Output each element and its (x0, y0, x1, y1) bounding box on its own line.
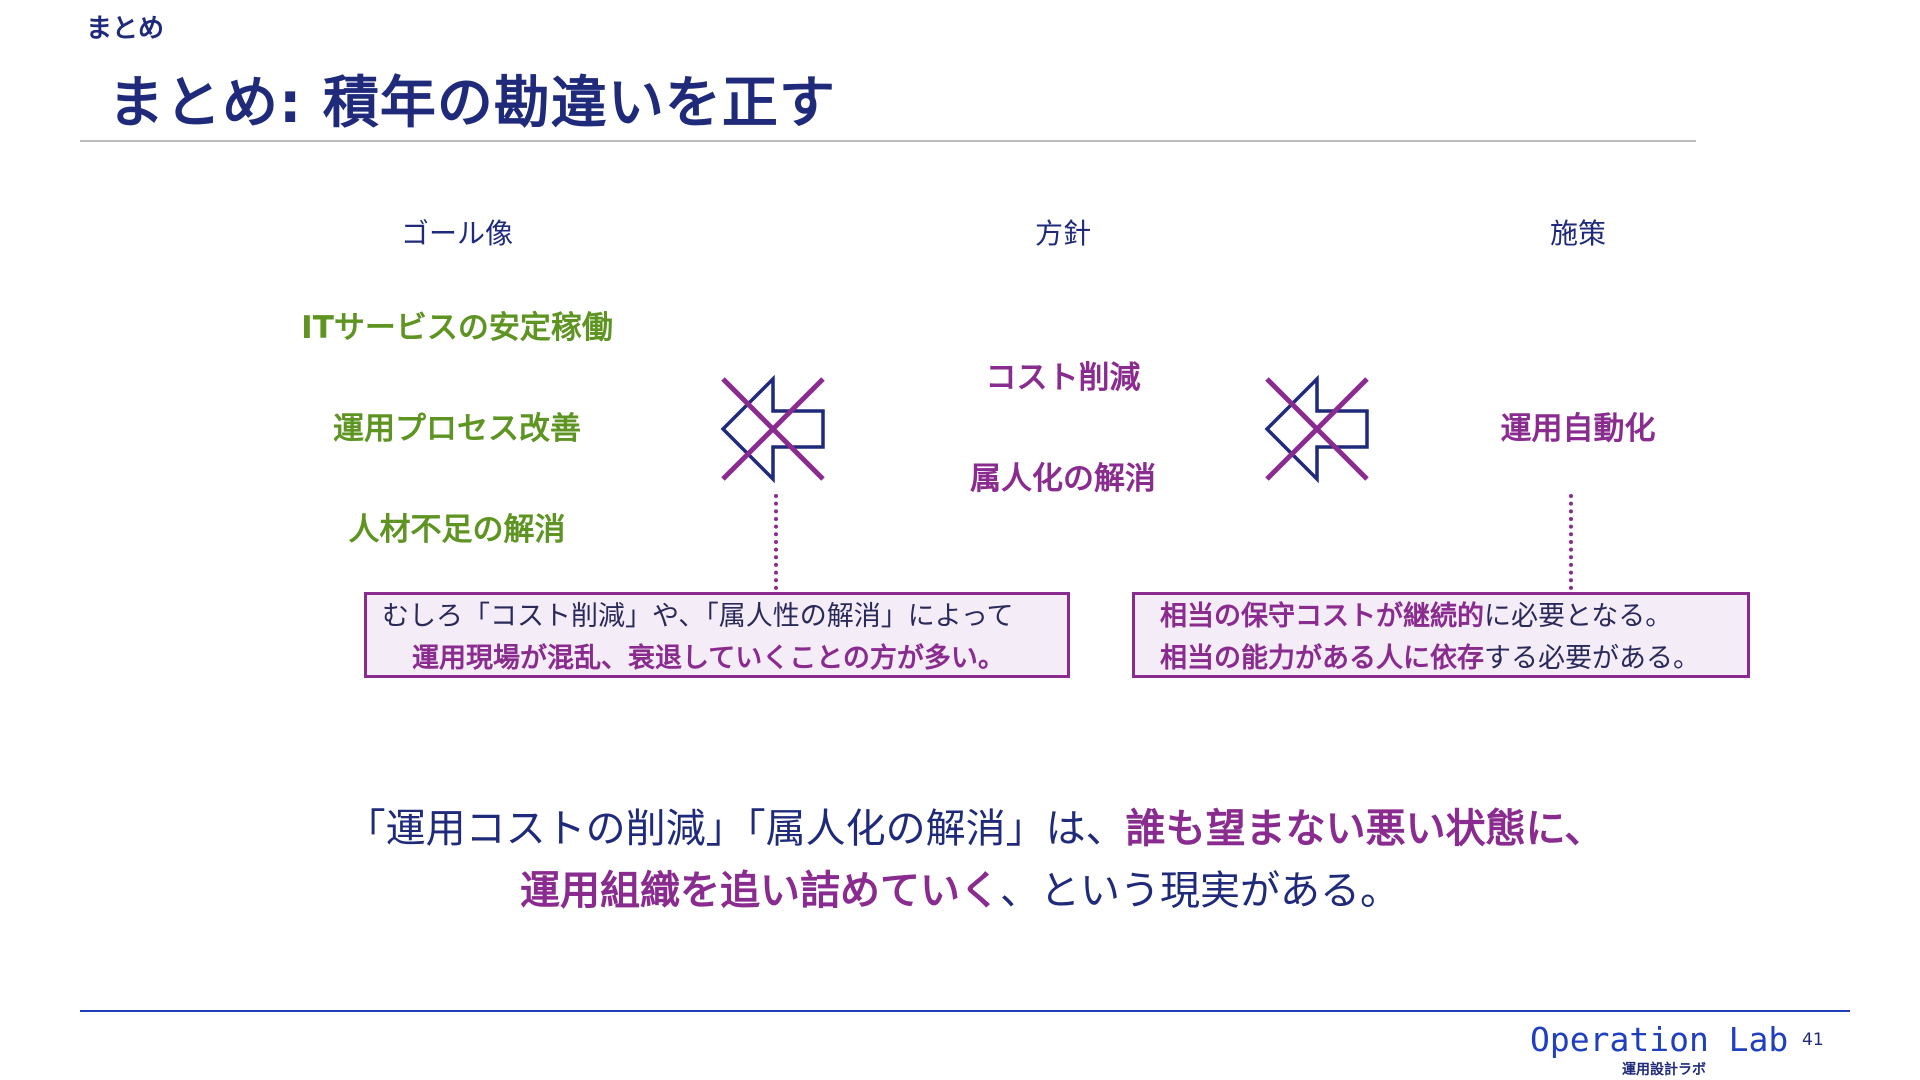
note-right-line1-plain: に必要となる。 (1484, 601, 1673, 632)
note-box-left: むしろ「コスト削減」や、「属人性の解消」によって 運用現場が混乱、衰退していくこ… (364, 592, 1070, 678)
section-label: まとめ (86, 14, 165, 44)
note-left-line1: むしろ「コスト削減」や、「属人性の解消」によって (382, 601, 1014, 632)
note-right-line2-strong: 相当の能力がある人に依存 (1160, 643, 1484, 674)
conclusion-line1: 「運用コストの削減」「属人化の解消」は、誰も望まない悪い状態に、 (0, 796, 1920, 854)
note-box-right: 相当の保守コストが継続的に必要となる。 相当の能力がある人に依存する必要がある。 (1132, 592, 1750, 678)
brand-subtitle: 運用設計ラボ (1622, 1062, 1706, 1078)
note-right-line2: 相当の能力がある人に依存する必要がある。 (1160, 638, 1747, 680)
note-right-line2-plain: する必要がある。 (1484, 643, 1700, 674)
crossed-left-arrow-icon (720, 374, 825, 484)
brand-logo: Operation Lab (1530, 1020, 1789, 1059)
connector-line-left (774, 494, 778, 590)
page-title: まとめ: 積年の勘違いを正す (108, 71, 836, 136)
goal-item-staff-shortage: 人材不足の解消 (348, 512, 566, 548)
connector-line-right (1569, 494, 1573, 590)
conclusion-line2-plain: 、という現実がある。 (1000, 868, 1400, 914)
title-divider (80, 140, 1696, 142)
goal-item-process-improvement: 運用プロセス改善 (333, 411, 581, 447)
column-header-policy: 方針 (1034, 217, 1091, 250)
policy-item-depersonalization: 属人化の解消 (970, 461, 1156, 497)
column-header-goal: ゴール像 (400, 217, 513, 250)
conclusion-line1-plain: 「運用コストの削減」「属人化の解消」は、 (345, 806, 1126, 852)
note-right-line1-strong: 相当の保守コストが継続的 (1160, 601, 1484, 632)
page-number: 41 (1802, 1030, 1824, 1050)
measure-item-automation: 運用自動化 (1500, 411, 1656, 447)
crossed-left-arrow-icon (1264, 374, 1369, 484)
column-header-measure: 施策 (1549, 217, 1606, 250)
conclusion-line2-strong: 運用組織を追い詰めていく (520, 868, 1000, 914)
goal-item-stable-operation: ITサービスの安定稼働 (301, 310, 613, 346)
note-right-line1: 相当の保守コストが継続的に必要となる。 (1160, 596, 1747, 638)
conclusion-line1-strong: 誰も望まない悪い状態に、 (1125, 806, 1605, 852)
policy-item-cost-reduction: コスト削減 (985, 360, 1141, 396)
footer-divider (80, 1010, 1850, 1012)
note-left-line2: 運用現場が混乱、衰退していくことの方が多い。 (412, 643, 1005, 674)
conclusion-line2: 運用組織を追い詰めていく、という現実がある。 (0, 858, 1920, 916)
